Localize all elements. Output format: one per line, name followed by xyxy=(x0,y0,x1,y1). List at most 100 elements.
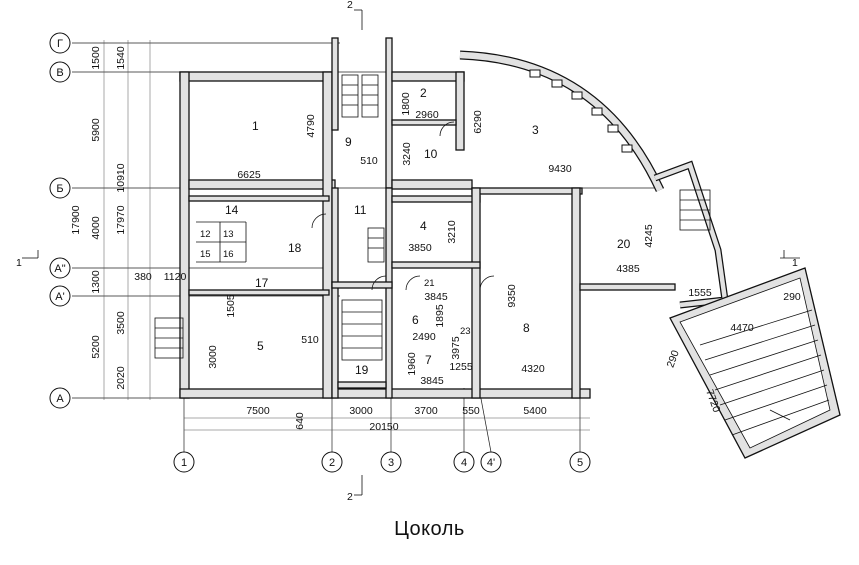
room-3: 3 xyxy=(532,123,539,137)
dim-510-top: 510 xyxy=(360,155,378,167)
axis-label-a2: А" xyxy=(54,263,65,275)
section-markers: 1 1 2 2 xyxy=(16,0,800,503)
room-13: 13 xyxy=(223,229,234,240)
dim-5400: 5400 xyxy=(523,405,547,417)
interior-dimensions: 6625 1800 2960 6290 510 3240 9430 3210 3… xyxy=(207,92,801,414)
dim-7500: 7500 xyxy=(246,405,270,417)
room-7: 7 xyxy=(425,353,432,367)
dim-510-bottom: 510 xyxy=(301,334,319,346)
dim-640: 640 xyxy=(294,412,306,430)
bottom-dimensions: 7500 640 3000 3700 550 5400 20150 xyxy=(246,405,547,433)
dim-6625-top: 6625 xyxy=(237,169,261,181)
room-4: 4 xyxy=(420,219,427,233)
axis-label-3: 3 xyxy=(388,457,394,469)
room-12: 12 xyxy=(200,229,211,240)
dim-3850: 3850 xyxy=(408,242,432,254)
dim-3845-bottom: 3845 xyxy=(420,375,444,387)
left-dimension-lines xyxy=(100,40,151,400)
axis-label-v: В xyxy=(56,67,63,79)
dim-1960: 1960 xyxy=(406,352,418,376)
room-20: 20 xyxy=(617,237,631,251)
room-21: 21 xyxy=(424,278,435,289)
dim-3975: 3975 xyxy=(450,336,462,360)
room-6: 6 xyxy=(412,313,419,327)
section-2-bottom: 2 xyxy=(347,491,353,503)
axis-label-a1: А' xyxy=(55,291,64,303)
axis-label-b: Б xyxy=(56,183,63,195)
dim-10910: 10910 xyxy=(115,163,127,192)
column-axis-bubbles: 1 2 3 4 4' 5 xyxy=(173,451,591,473)
room-11: 11 xyxy=(354,203,367,217)
dim-1540: 1540 xyxy=(115,46,127,70)
axis-label-1: 1 xyxy=(181,457,187,469)
axis-label-4p: 4' xyxy=(487,457,495,469)
bottom-dimension-lines xyxy=(184,417,590,431)
axis-label-2: 2 xyxy=(329,457,335,469)
room-14: 14 xyxy=(225,203,239,217)
dim-4470: 4470 xyxy=(730,322,754,334)
dim-3210: 3210 xyxy=(446,220,458,244)
dim-1500: 1500 xyxy=(90,46,102,70)
storage-cells xyxy=(196,221,247,263)
dim-17900: 17900 xyxy=(70,205,82,234)
room-5: 5 xyxy=(257,339,264,353)
dim-1255: 1255 xyxy=(449,361,473,373)
ramp-block xyxy=(669,267,841,459)
room-19: 19 xyxy=(355,363,369,377)
axis-label-5: 5 xyxy=(577,457,583,469)
column-grid-lines xyxy=(183,387,581,453)
dim-4000: 4000 xyxy=(90,216,102,240)
dim-5200: 5200 xyxy=(90,335,102,359)
axis-label-4: 4 xyxy=(461,457,467,469)
room-9: 9 xyxy=(345,135,352,149)
dim-1300: 1300 xyxy=(90,270,102,294)
dim-4320: 4320 xyxy=(521,363,545,375)
dim-1800: 1800 xyxy=(400,92,412,116)
room-labels: 1 2 3 4 5 6 7 8 9 10 11 12 13 14 15 16 1… xyxy=(200,86,631,377)
room-18: 18 xyxy=(288,241,302,255)
section-1-right: 1 xyxy=(792,257,798,269)
dim-4385: 4385 xyxy=(616,263,640,275)
dim-3500: 3500 xyxy=(115,311,127,335)
dim-5900: 5900 xyxy=(90,118,102,142)
floor-caption: Цоколь xyxy=(394,518,465,540)
dim-9350: 9350 xyxy=(506,284,518,308)
dim-1555-right: 1555 xyxy=(688,287,712,299)
dim-3700: 3700 xyxy=(414,405,438,417)
dim-3240: 3240 xyxy=(401,142,413,166)
dim-1505: 1505 xyxy=(225,294,237,318)
room-15: 15 xyxy=(200,249,211,260)
dim-2020: 2020 xyxy=(115,366,127,390)
dim-290-left: 290 xyxy=(665,349,682,370)
room-1: 1 xyxy=(252,119,259,133)
axis-label-a: А xyxy=(56,393,64,405)
dim-3000-bottom: 3000 xyxy=(349,405,373,417)
dim-3845-mid: 3845 xyxy=(424,291,448,303)
dim-6290: 6290 xyxy=(472,110,484,134)
doors xyxy=(311,121,495,291)
walls xyxy=(179,37,676,399)
section-1-left: 1 xyxy=(16,257,22,269)
dim-290-top: 290 xyxy=(783,291,801,303)
dim-550: 550 xyxy=(462,405,480,417)
dim-1895: 1895 xyxy=(434,304,446,328)
ramp-corridor xyxy=(653,160,729,309)
room-8: 8 xyxy=(523,321,530,335)
dim-2960: 2960 xyxy=(415,109,439,121)
dim-380: 380 xyxy=(134,271,152,283)
stairs xyxy=(154,74,385,361)
room-17: 17 xyxy=(255,276,269,290)
room-2: 2 xyxy=(420,86,427,100)
room-10: 10 xyxy=(424,147,438,161)
dim-3000-left: 3000 xyxy=(207,345,219,369)
dim-4790: 4790 xyxy=(305,114,317,138)
arc-wall xyxy=(459,50,665,192)
room-16: 16 xyxy=(223,249,234,260)
section-2-top: 2 xyxy=(347,0,353,11)
dim-1120: 1120 xyxy=(164,271,187,283)
dim-9430: 9430 xyxy=(548,163,572,175)
dim-2490: 2490 xyxy=(412,331,436,343)
left-dimensions: 1500 1540 5900 4790 10910 17900 4000 179… xyxy=(70,46,317,390)
dim-20150: 20150 xyxy=(369,421,398,433)
